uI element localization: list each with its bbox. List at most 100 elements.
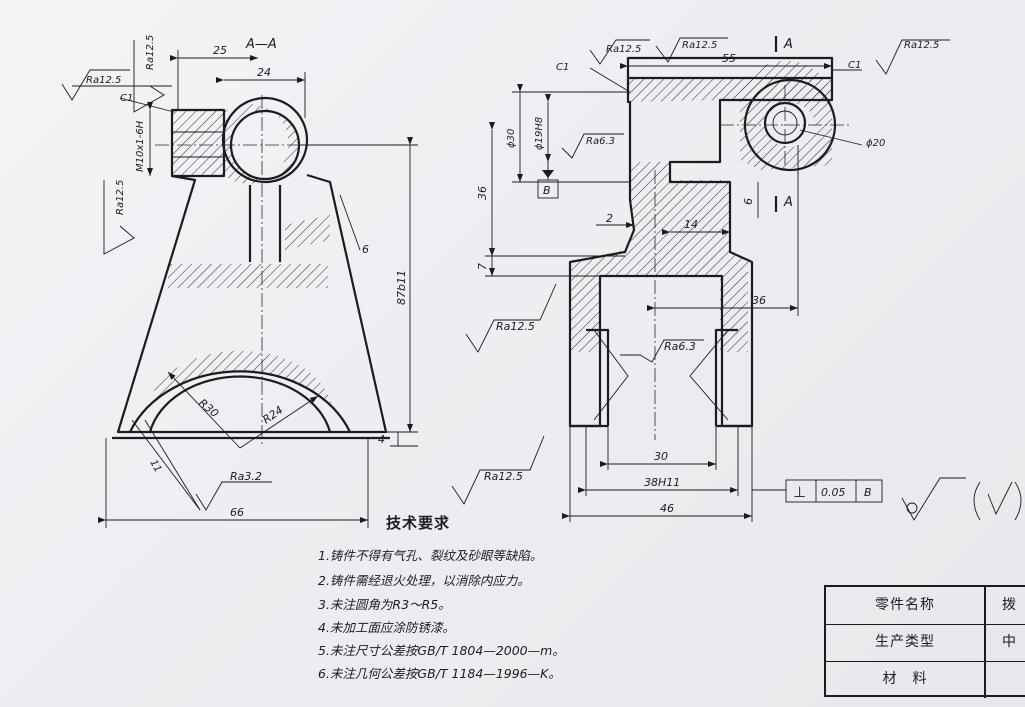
roughness-sign-paren bbox=[973, 481, 1022, 521]
dim-36-right-text: 36 bbox=[752, 294, 766, 307]
ra-left-vertical-text: Ra12.5 bbox=[145, 35, 156, 70]
dim-r24-line bbox=[239, 395, 319, 449]
dim-46-text: 46 bbox=[660, 502, 674, 515]
gdt-symbol: ⊥ bbox=[793, 483, 806, 501]
datum-b-box bbox=[537, 179, 559, 199]
dim-25-text: 25 bbox=[213, 44, 227, 57]
ra-right-63-top-text: Ra6.3 bbox=[586, 136, 615, 147]
dim-7-text: 7 bbox=[476, 263, 489, 270]
dim-6-right-text: 6 bbox=[742, 198, 755, 205]
ra-right-top1 bbox=[589, 39, 650, 65]
ra-right-125-bottom bbox=[451, 435, 545, 505]
ra-right-125-mid bbox=[465, 283, 557, 353]
left-top-hatch bbox=[172, 110, 224, 176]
dim-36-left-text: 36 bbox=[476, 186, 489, 200]
requirement-item: 5.未注尺寸公差按GB/T 1804—2000—m。 bbox=[318, 643, 565, 658]
dim-11-line2 bbox=[144, 419, 201, 511]
title-block-label: 材 料 bbox=[826, 661, 986, 698]
section-marker-top: A bbox=[783, 37, 793, 52]
left-section-view: A—A 25 24 C1 Ra12.5 Ra12.5 Ra12.5 M10x1-… bbox=[61, 35, 418, 528]
right-front-view: C1 C1 Ra12.5 Ra12.5 Ra12.5 A A 55 ϕ30 ϕ1… bbox=[451, 36, 1022, 522]
ra-right-63-mid-text: Ra6.3 bbox=[664, 340, 696, 353]
left-body-outline bbox=[116, 173, 388, 434]
leader-c1-right-top bbox=[589, 67, 631, 93]
title-block: 零件名称 拨 生产类型 中 材 料 bbox=[824, 585, 1025, 698]
dim-m10-text: M10x1-6H bbox=[135, 120, 146, 172]
left-mid-hatch bbox=[168, 264, 328, 288]
left-ring-hatch bbox=[224, 103, 301, 184]
dim-14-text: 14 bbox=[684, 218, 698, 231]
roughness-sign-circle bbox=[906, 502, 918, 514]
dim-6-left-line bbox=[339, 194, 361, 251]
roughness-sign-big bbox=[901, 477, 966, 521]
dim-4-text: 4 bbox=[378, 433, 385, 446]
ra-left-top-text: Ra12.5 bbox=[86, 75, 121, 86]
dim-r30-text: R30 bbox=[196, 396, 221, 420]
title-block-row: 生产类型 中 bbox=[826, 624, 1025, 662]
dim-phi20-text: ϕ20 bbox=[866, 138, 885, 149]
title-block-label: 生产类型 bbox=[826, 624, 986, 661]
ra-left-side-text: Ra12.5 bbox=[115, 180, 126, 215]
dim-30-text: 30 bbox=[654, 450, 668, 463]
title-block-label: 零件名称 bbox=[826, 587, 986, 624]
ra-right-top3 bbox=[875, 39, 950, 75]
requirement-item: 4.未加工面应涂防锈漆。 bbox=[318, 620, 455, 635]
dim-11-line bbox=[131, 419, 201, 511]
requirement-item: 1.铸件不得有气孔、裂纹及砂眼等缺陷。 bbox=[318, 548, 543, 563]
section-marker-bottom: A bbox=[783, 195, 793, 210]
chamfer-left: C1 bbox=[120, 93, 133, 104]
dim-55-text: 55 bbox=[722, 52, 736, 65]
title-block-value: 拨 bbox=[1002, 597, 1016, 613]
dim-2-text: 2 bbox=[606, 212, 613, 225]
ra-symbol-left-bottom bbox=[195, 481, 272, 511]
dim-r24-text: R24 bbox=[260, 403, 285, 426]
dim-11-text: 11 bbox=[147, 458, 163, 475]
dim-38-text: 38H11 bbox=[644, 476, 680, 489]
right-inner-cone-left bbox=[593, 329, 629, 421]
requirement-item: 3.未注圆角为R3～R5。 bbox=[318, 597, 451, 612]
leader-phi20 bbox=[799, 129, 863, 146]
datum-b-triangle bbox=[542, 170, 554, 178]
ra-right-63-top bbox=[561, 133, 624, 159]
ra-left-bottom-text: Ra3.2 bbox=[230, 470, 262, 483]
section-label: A—A bbox=[245, 37, 277, 52]
dim-6-left-text: 6 bbox=[362, 243, 369, 256]
ra-right-125-mid-text: Ra12.5 bbox=[496, 320, 535, 333]
right-inner-cone-right bbox=[689, 329, 729, 421]
ra-symbol-left-top bbox=[61, 69, 130, 101]
right-stem-hatch bbox=[570, 162, 748, 352]
title-block-value: 中 bbox=[1002, 634, 1016, 650]
ra-symbol-left-side bbox=[103, 180, 135, 255]
title-block-row: 材 料 bbox=[826, 661, 1025, 698]
ra-right-top2 bbox=[655, 37, 728, 63]
gdt-datum: B bbox=[864, 486, 872, 499]
ra-right-125-bottom-text: Ra12.5 bbox=[484, 470, 523, 483]
requirements-title: 技术要求 bbox=[386, 514, 451, 532]
left-rib bbox=[248, 185, 282, 262]
left-eye-outer bbox=[221, 96, 309, 184]
datum-b-text: B bbox=[543, 184, 551, 197]
dim-66-text: 66 bbox=[230, 506, 244, 519]
left-arch-hatch bbox=[130, 350, 350, 432]
dim-87-text: 87b11 bbox=[395, 270, 408, 305]
left-rib-hatch bbox=[285, 215, 330, 250]
title-block-row: 零件名称 拨 bbox=[826, 587, 1025, 625]
requirement-item: 2.铸件需经退火处理，以消除内应力。 bbox=[318, 573, 530, 588]
gdt-tolerance: 0.05 bbox=[821, 486, 846, 499]
left-arch-inner bbox=[148, 375, 332, 433]
left-arch-outer bbox=[129, 370, 351, 433]
ra-right-63-mid bbox=[639, 339, 704, 363]
ra-right-top1-text: Ra12.5 bbox=[606, 44, 641, 55]
chamfer-right-side: C1 bbox=[848, 60, 861, 71]
ra-right-top2-text: Ra12.5 bbox=[682, 40, 717, 51]
gdt-frame bbox=[785, 479, 883, 503]
ra-right-top3-text: Ra12.5 bbox=[904, 40, 939, 51]
dim-phi30-text: ϕ30 bbox=[506, 129, 517, 148]
requirement-item: 6.未注几何公差按GB/T 1184—1996—K。 bbox=[318, 666, 561, 681]
dim-24-text: 24 bbox=[257, 66, 271, 79]
dim-r30-line bbox=[167, 371, 241, 449]
dim-phi19-text: ϕ19H8 bbox=[534, 117, 545, 150]
right-inner-slot bbox=[586, 328, 738, 426]
